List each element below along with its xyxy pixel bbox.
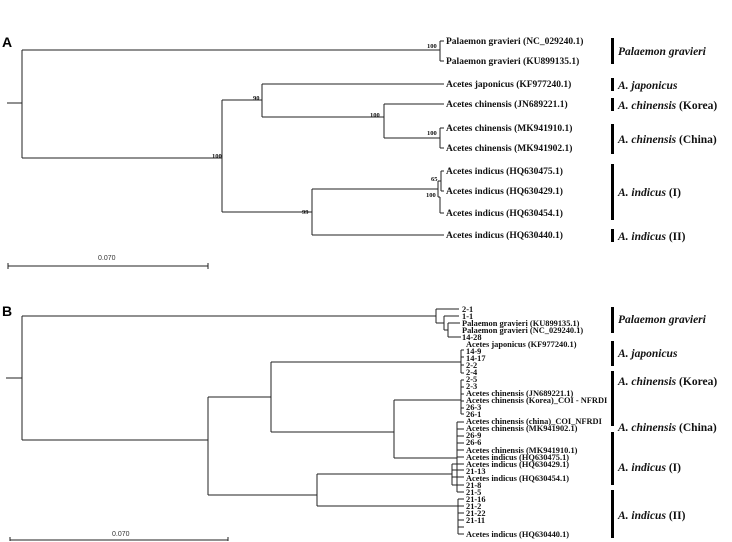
leaf-label: 26-3 xyxy=(466,403,481,412)
leaf-label: 21-22 xyxy=(466,509,486,518)
leaf-label: 26-6 xyxy=(466,438,481,447)
clade-bar xyxy=(611,38,614,64)
leaf-label: 26-1 xyxy=(466,410,481,419)
leaf-label: Acetes indicus (HQ630454.1) xyxy=(446,208,563,219)
leaf-label: Acetes chinensis (MK941910.1) xyxy=(446,123,572,134)
panel-a-label: A xyxy=(2,34,12,50)
leaf-label: Acetes indicus (HQ630454.1) xyxy=(466,474,569,483)
leaf-label: 21-5 xyxy=(466,488,481,497)
leaf-label: 2-3 xyxy=(466,382,477,391)
panel-b-label: B xyxy=(2,303,12,319)
bootstrap-value: 100 xyxy=(370,112,380,119)
leaf-label: Palaemon gravieri (NC_029240.1) xyxy=(462,326,583,335)
clade-bar xyxy=(611,455,614,485)
leaf-label: 2-1 xyxy=(462,305,473,314)
clade-bar xyxy=(611,490,614,538)
leaf-label: 2-2 xyxy=(466,361,477,370)
leaf-label: Acetes indicus (HQ630475.1) xyxy=(466,453,569,462)
clade-bar xyxy=(611,124,614,154)
clade-label: A. indicus (II) xyxy=(617,510,686,522)
scale-label: 0.070 xyxy=(112,531,130,538)
leaf-label: 21-11 xyxy=(466,516,485,525)
bootstrap-value: 65 xyxy=(431,176,438,183)
leaf-label: Acetes indicus (HQ630429.1) xyxy=(446,186,563,197)
clade-bar xyxy=(611,229,614,242)
clade-bar xyxy=(611,98,614,111)
leaf-label: Acetes indicus (HQ630440.1) xyxy=(466,530,569,539)
leaf-label: 26-9 xyxy=(466,431,481,440)
leaf-label: Acetes chinensis (MK941910.1) xyxy=(466,446,578,455)
leaf-label: Palaemon gravieri (NC_029240.1) xyxy=(446,36,583,47)
clade-label: A. indicus (II) xyxy=(617,231,686,243)
leaf-label: 21-16 xyxy=(466,495,486,504)
leaf-label: 2-5 xyxy=(466,375,477,384)
leaf-label: Acetes chinensis (MK941902.1) xyxy=(466,424,578,433)
panel-a-tree xyxy=(7,40,444,236)
leaf-label: Acetes indicus (HQ630429.1) xyxy=(466,460,569,469)
panel-b-tree xyxy=(6,308,464,535)
bootstrap-value: 100 xyxy=(427,130,437,137)
leaf-label: 21-8 xyxy=(466,481,481,490)
clade-label: A. chinensis (China) xyxy=(617,422,717,434)
leaf-label: Acetes chinensis (JN689221.1) xyxy=(466,389,573,398)
leaf-label: Palaemon gravieri (KU899135.1) xyxy=(462,319,580,328)
panel-a-scale-bar xyxy=(7,263,209,269)
clade-label: A. chinensis (Korea) xyxy=(617,376,717,388)
clade-label: Palaemon gravieri xyxy=(618,46,707,58)
bootstrap-value: 100 xyxy=(426,192,436,199)
clade-label: A. japonicus xyxy=(617,348,678,360)
leaf-label: Acetes japonicus (KF977240.1) xyxy=(466,340,577,349)
clade-bar xyxy=(611,164,614,220)
leaf-label: Acetes chinensis (china)_COI_NFRDI xyxy=(466,417,602,426)
leaf-label: 2-4 xyxy=(466,368,478,377)
clade-bar xyxy=(611,307,614,333)
leaf-label: 14-28 xyxy=(462,333,482,342)
leaf-label: Acetes indicus (HQ630440.1) xyxy=(446,230,563,241)
leaf-label: Acetes chinensis (Korea)_COI - NFRDI xyxy=(466,396,607,405)
leaf-label: Acetes indicus (HQ630475.1) xyxy=(446,166,563,177)
leaf-label: 1-1 xyxy=(462,312,473,321)
clade-bar xyxy=(611,341,614,366)
bootstrap-value: 90 xyxy=(253,95,260,102)
clade-label: A. indicus (I) xyxy=(617,187,681,199)
bootstrap-value: 99 xyxy=(302,209,309,216)
leaf-label: 14-17 xyxy=(466,354,486,363)
leaf-label: Acetes chinensis (JN689221.1) xyxy=(446,99,568,110)
bootstrap-value: 100 xyxy=(212,153,222,160)
leaf-label: Acetes japonicus (KF977240.1) xyxy=(446,79,571,90)
clade-bar xyxy=(611,371,614,426)
leaf-label: 21-2 xyxy=(466,502,481,511)
leaf-label: Palaemon gravieri (KU899135.1) xyxy=(446,56,579,67)
leaf-label: Acetes chinensis (MK941902.1) xyxy=(446,143,572,154)
clade-bar xyxy=(611,78,614,91)
leaf-label: 14-9 xyxy=(466,347,481,356)
clade-label: A. chinensis (Korea) xyxy=(617,100,717,112)
bootstrap-value: 100 xyxy=(427,43,437,50)
leaf-label: 21-13 xyxy=(466,467,486,476)
clade-label: A. indicus (I) xyxy=(617,462,681,474)
panel-b-scale-bar xyxy=(9,537,229,541)
scale-label: 0.070 xyxy=(98,255,116,262)
clade-label: A. japonicus xyxy=(617,80,678,92)
clade-label: Palaemon gravieri xyxy=(618,314,707,326)
clade-label: A. chinensis (China) xyxy=(617,134,717,146)
